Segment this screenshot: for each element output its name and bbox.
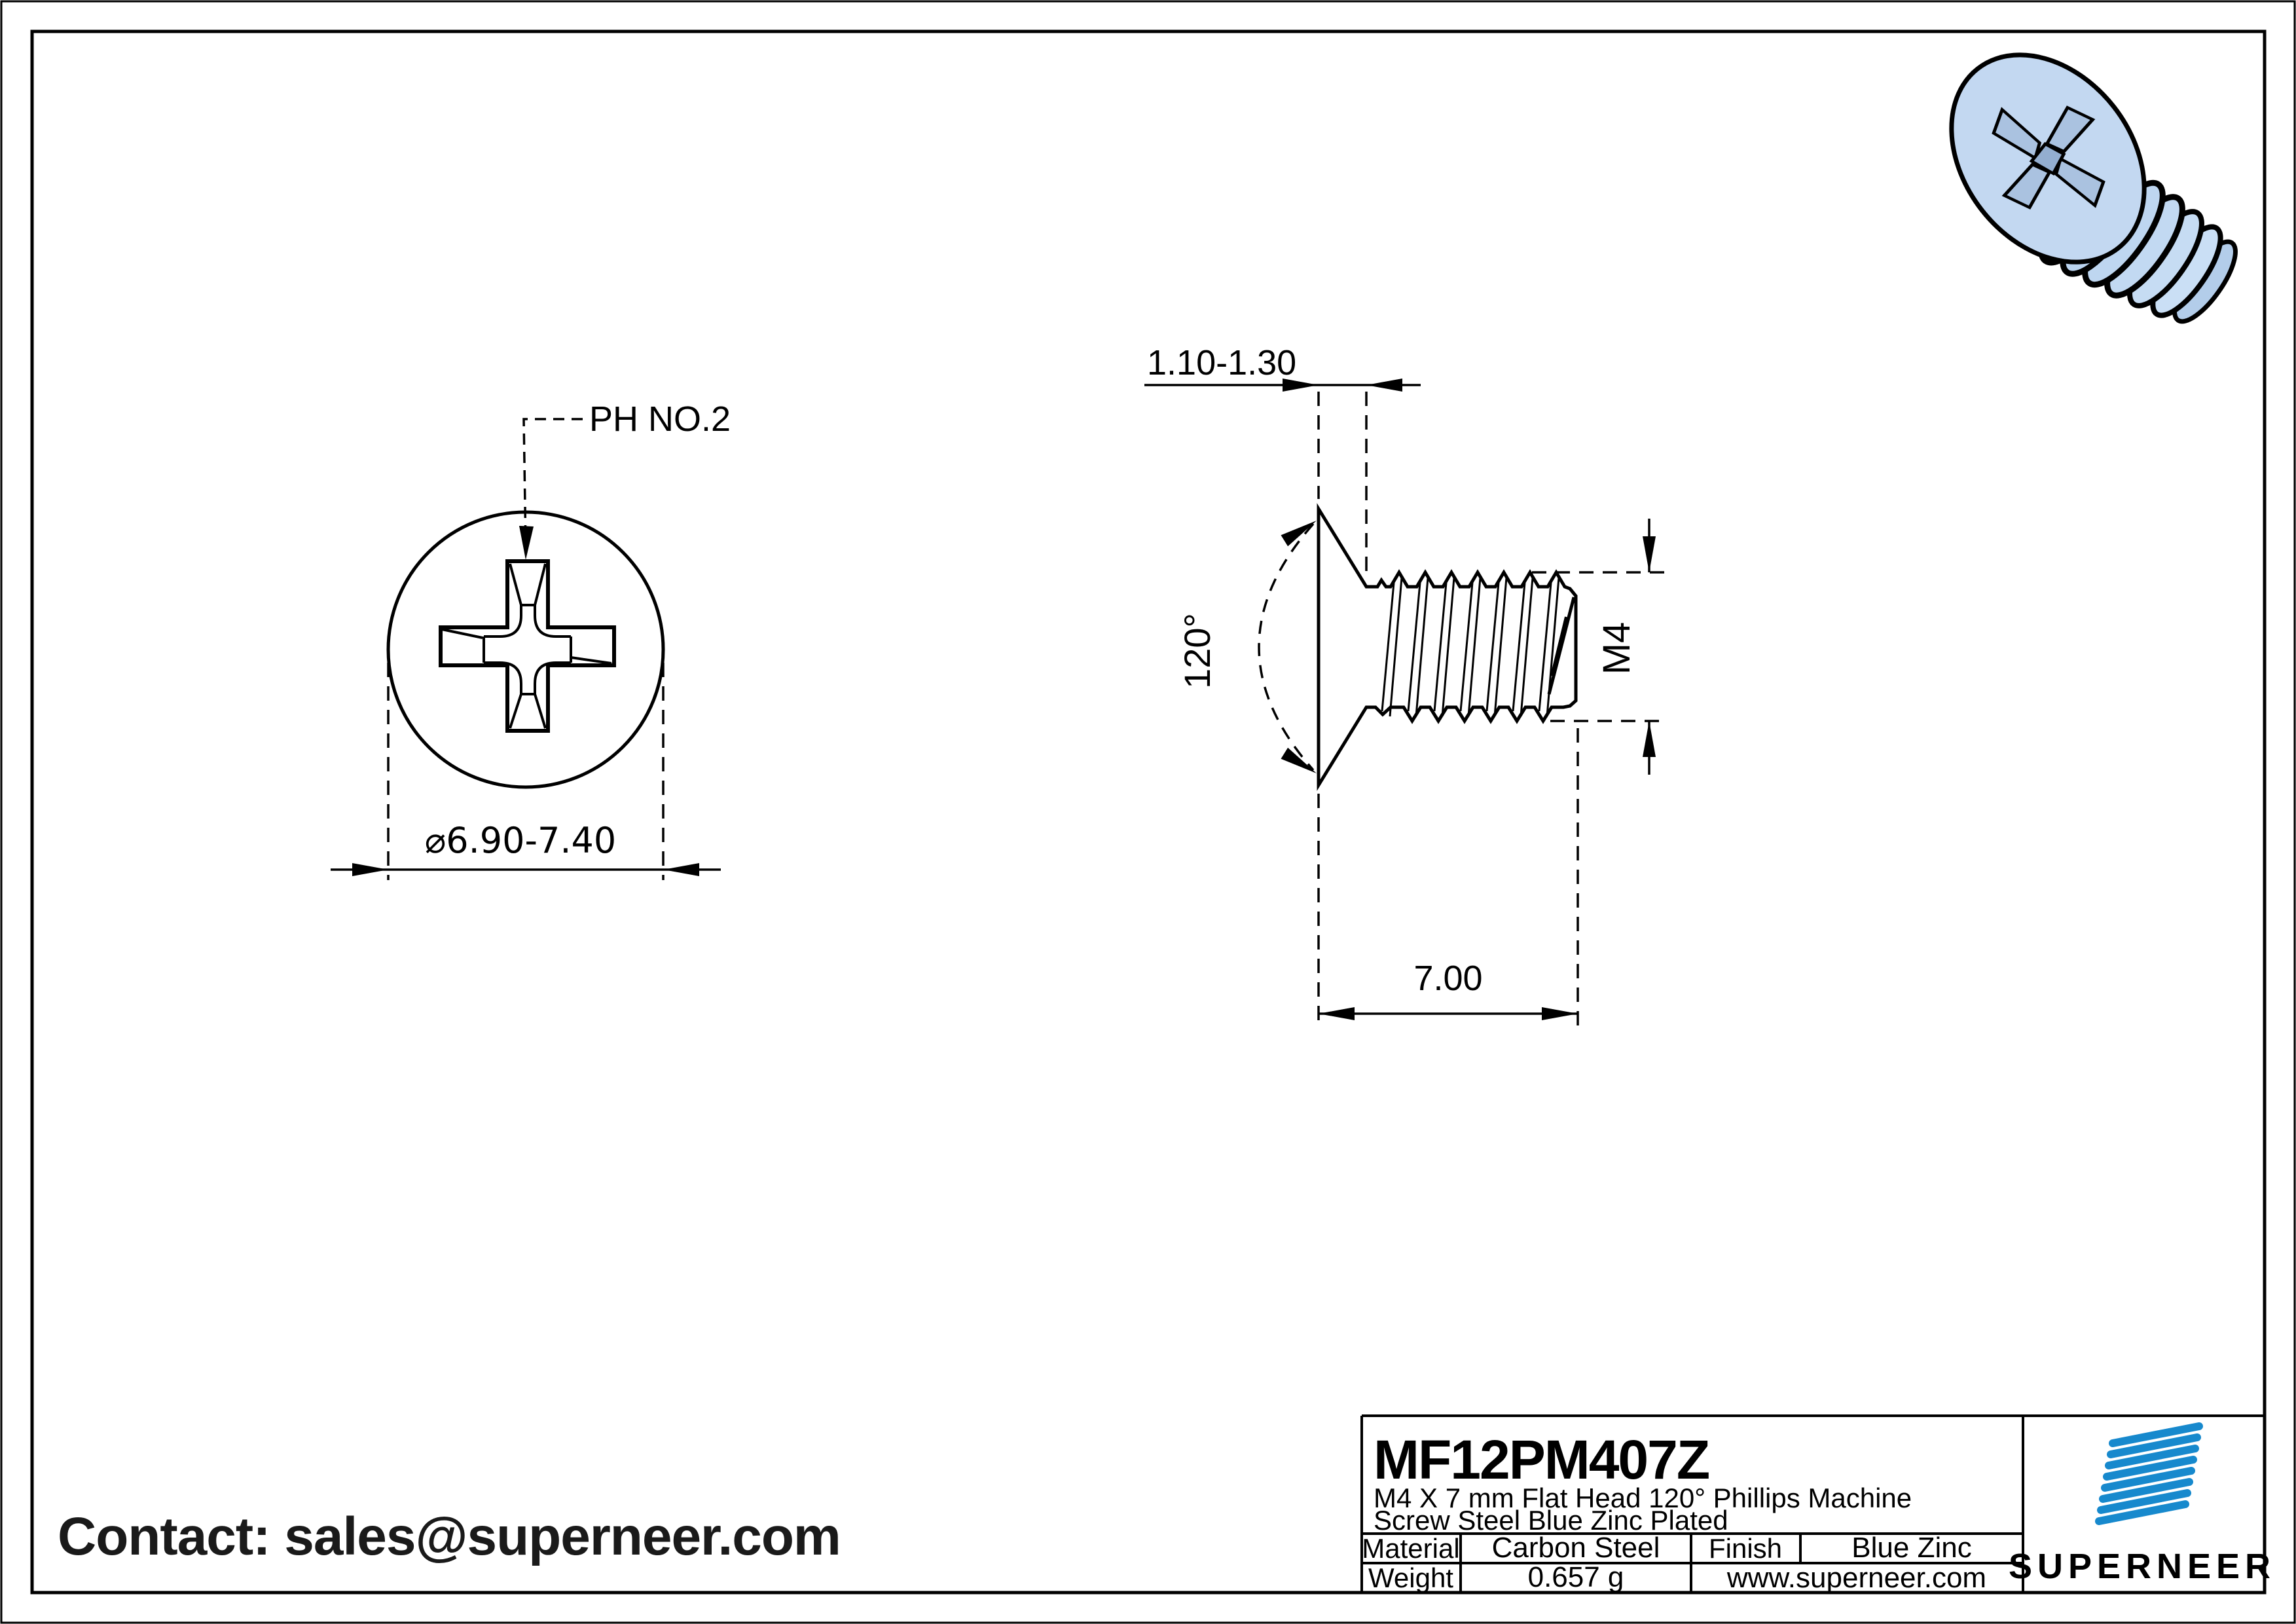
angle-arrowhead-icon [1281,747,1317,773]
title-block: MF12PM407Z M4 X 7 mm Flat Head 120° Phil… [1360,1414,2276,1594]
dim-arrowhead-icon [1643,536,1656,572]
recess-label: PH NO.2 [589,399,731,439]
dim-arrowhead-icon [1542,1007,1578,1020]
part-description-line1: M4 X 7 mm Flat Head 120° Phillips Machin… [1374,1483,1912,1513]
part-description-line2: Screw Steel Blue Zinc Plated [1374,1505,1728,1536]
dim-arrowhead-icon [1643,721,1656,757]
screw-3d-illustration [1949,52,2238,324]
dim-arrowhead-icon [663,863,699,876]
head-height-value: 1.10-1.30 [1147,343,1296,382]
angle-arrowhead-icon [1281,521,1317,547]
brand-logo-stripes-icon [2095,1422,2203,1525]
phillips-recess-detail [441,563,612,729]
phillips-recess-outline [439,559,616,733]
weight-label: Weight [1368,1562,1453,1593]
length-dimension: 7.00 [1317,728,1579,1025]
front-view: PH NO.2 ⌀6.90-7.40 [331,399,731,880]
material-value: Carbon Steel [1492,1532,1660,1564]
title-block-grid [1360,1414,2265,1593]
part-number: MF12PM407Z [1374,1429,1709,1490]
screw-3d-phillips-recess [1992,105,2105,210]
thread-profile [1381,577,1576,717]
finish-value: Blue Zinc [1851,1532,1971,1564]
recess-leader-line [522,418,583,549]
angle-value: 120° [1176,613,1218,689]
website-link[interactable]: www.superneer.com [1726,1562,1986,1594]
diameter-value: ⌀6.90-7.40 [425,820,616,861]
diameter-dimension: ⌀6.90-7.40 [331,663,721,880]
drawing-frame [30,29,2267,1595]
length-value: 7.00 [1413,959,1482,998]
thread-size-value: M4 [1595,622,1638,675]
brand-logo: SUPERNEER [2009,1422,2276,1586]
material-label: Material [1362,1533,1459,1564]
head-height-dimension: 1.10-1.30 [1144,343,1421,578]
leader-arrowhead-icon [519,526,534,560]
dim-arrowhead-icon [1283,378,1319,392]
dim-arrowhead-icon [1319,1007,1355,1020]
contact-line: Contact: sales@superneer.com [58,1507,841,1566]
finish-label: Finish [1709,1533,1782,1564]
side-view: 1.10-1.30 120° M4 [1144,343,1664,1025]
thread-size-dimension: M4 [1532,519,1664,775]
countersink-angle-dimension: 120° [1176,521,1317,773]
dim-arrowhead-icon [1366,378,1402,392]
weight-value: 0.657 g [1528,1561,1624,1593]
dim-arrowhead-icon [352,863,388,876]
brand-wordmark: SUPERNEER [2009,1547,2276,1586]
